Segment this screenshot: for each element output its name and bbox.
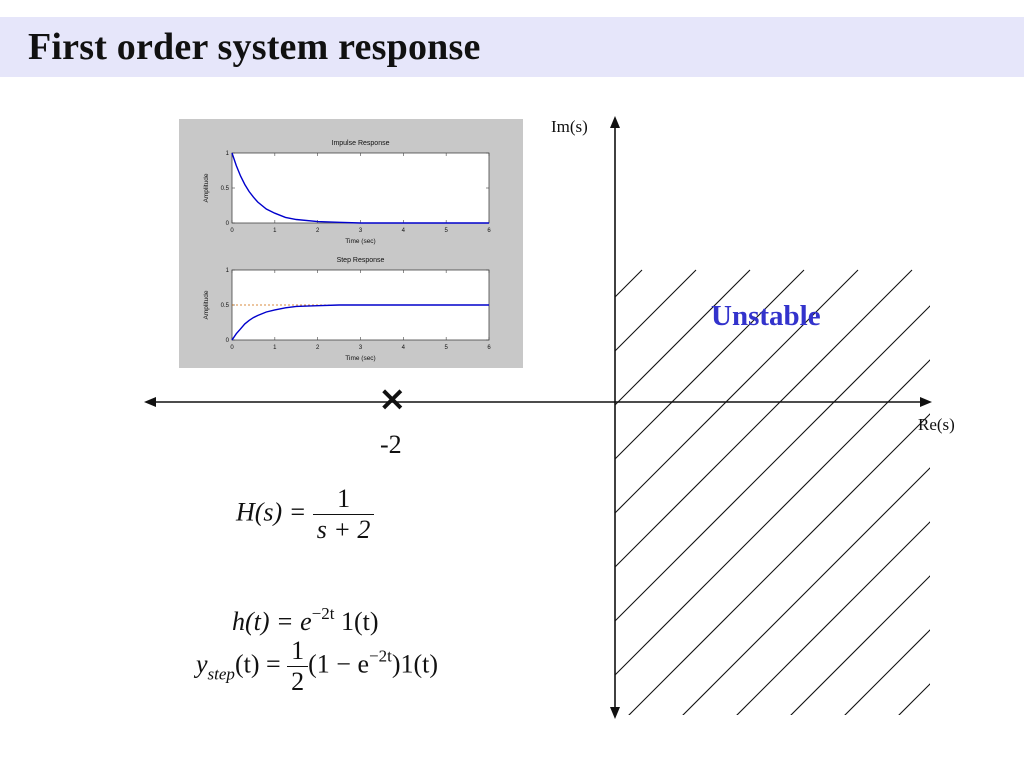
plot-y-tick-label: 0.5: [221, 186, 230, 192]
plot-x-tick-label: 0: [230, 345, 234, 351]
plot-x-tick-label: 6: [487, 345, 491, 351]
hatch-line: [736, 521, 930, 715]
hatch-line: [682, 467, 930, 715]
title-band: [0, 17, 1024, 77]
step-rhs-start: (1 − e: [308, 649, 370, 679]
transfer-numerator: 1: [337, 484, 351, 513]
hatch-line: [615, 269, 697, 352]
plot-x-tick-label: 4: [402, 345, 406, 351]
impulse-lhs: h(t) = e: [232, 607, 312, 636]
hatch-line: [790, 575, 930, 715]
plot-x-tick-label: 4: [402, 228, 406, 234]
hatch-line: [628, 413, 930, 715]
hatch-line: [615, 305, 930, 622]
unstable-region-label: Unstable: [711, 300, 821, 332]
hatch-line: [898, 683, 930, 715]
plot-y-tick-label: 0.5: [221, 303, 230, 309]
step-y: y: [196, 649, 208, 679]
hatch-line: [844, 629, 930, 715]
plot-y-tick-label: 1: [226, 151, 230, 157]
plot-y-label: Amplitude: [203, 290, 210, 319]
hatch-line: [615, 269, 805, 460]
step-numerator: 1: [291, 636, 305, 665]
real-axis: [144, 397, 932, 407]
plot-x-tick-label: 3: [359, 228, 363, 234]
transfer-function-equation: H(s) = 1 s + 2: [236, 484, 375, 545]
unstable-region-hatching: [615, 269, 1024, 730]
plot-x-tick-label: 1: [273, 228, 277, 234]
step-response-equation: ystep(t) = 1 2 (1 − e−2t)1(t): [196, 636, 438, 697]
plot-x-tick-label: 2: [316, 345, 320, 351]
transfer-fraction: 1 s + 2: [312, 484, 375, 545]
plot-x-tick-label: 6: [487, 228, 491, 234]
imaginary-axis-bottom-arrow: [610, 707, 620, 719]
step-lhs-rest: (t) =: [234, 649, 281, 679]
impulse-exponent: −2t: [311, 604, 335, 623]
step-exponent: −2t: [369, 646, 392, 666]
real-axis-right-arrow: [920, 397, 932, 407]
hatch-line: [615, 269, 751, 406]
hatch-line: [615, 269, 913, 568]
hatch-line: [615, 359, 930, 676]
plot-y-tick-label: 0: [226, 338, 230, 344]
plot-x-tick-label: 0: [230, 228, 234, 234]
plot-x-tick-label: 1: [273, 345, 277, 351]
plot-y-tick-label: 1: [226, 268, 230, 274]
transfer-lhs: H(s) =: [236, 497, 307, 527]
imaginary-axis-top-arrow: [610, 116, 620, 128]
plot-y-tick-label: 0: [226, 221, 230, 227]
imaginary-axis-label: Im(s): [551, 117, 588, 136]
plot-series-line: [231, 152, 489, 224]
step-denominator: 2: [287, 666, 309, 697]
plot-series-line: [231, 304, 489, 341]
pole-label: -2: [380, 430, 402, 459]
plot-x-tick-label: 5: [444, 345, 448, 351]
impulse-response-equation: h(t) = e−2t 1(t): [232, 604, 378, 637]
plot-x-tick-label: 2: [316, 228, 320, 234]
hatch-line: [615, 269, 859, 514]
plot-x-tick-label: 5: [444, 228, 448, 234]
imaginary-axis: [610, 116, 620, 719]
plot-title: Impulse Response: [332, 140, 390, 147]
plot-y-label: Amplitude: [203, 173, 210, 202]
plot-x-label: Time (sec): [345, 238, 375, 245]
plot-x-tick-label: 3: [359, 345, 363, 351]
impulse-rest: 1(t): [334, 607, 379, 636]
plot-x-label: Time (sec): [345, 355, 375, 362]
step-subscript: step: [207, 664, 235, 684]
step-rhs-end: )1(t): [391, 649, 439, 679]
plot-title: Step Response: [337, 257, 385, 264]
transfer-denominator: s + 2: [312, 514, 375, 545]
hatch-line: [938, 270, 1024, 730]
hatch-line: [992, 270, 1024, 730]
step-fraction: 1 2: [287, 636, 309, 697]
real-axis-left-arrow: [144, 397, 156, 407]
real-axis-label: Re(s): [918, 415, 955, 434]
pole-marker: ×: [378, 379, 407, 419]
slide-title: First order system response: [28, 26, 481, 68]
